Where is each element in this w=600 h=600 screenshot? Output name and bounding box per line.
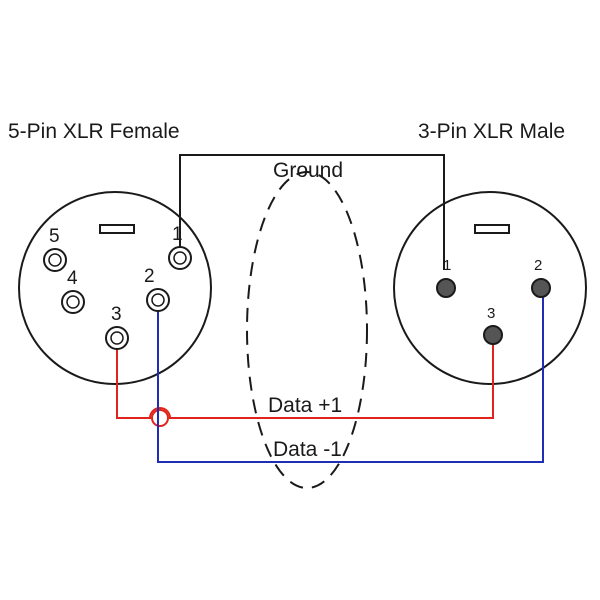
female-pin-4 xyxy=(61,290,85,314)
male-connector xyxy=(393,191,587,385)
shield-ellipse xyxy=(246,171,368,489)
male-pin-3 xyxy=(483,325,503,345)
female-pin-2-label: 2 xyxy=(144,266,155,287)
female-pin-1 xyxy=(168,246,192,270)
female-pin-3-label: 3 xyxy=(111,304,122,325)
female-connector-title: 5-Pin XLR Female xyxy=(8,120,180,143)
male-pin-1-label: 1 xyxy=(443,257,451,274)
female-connector-body xyxy=(18,191,212,385)
female-pin-2 xyxy=(146,288,170,312)
female-pin-1-label: 1 xyxy=(172,224,183,245)
wire-crossover-marker xyxy=(151,409,169,427)
male-connector-title: 3-Pin XLR Male xyxy=(418,120,565,143)
female-pin-4-label: 4 xyxy=(67,268,78,289)
female-pin-5 xyxy=(43,248,67,272)
male-pin-2 xyxy=(531,278,551,298)
data-minus-label: Data -1 xyxy=(273,438,342,461)
female-key-slot xyxy=(99,224,135,234)
data-minus-wire xyxy=(157,288,544,463)
male-pin-2-label: 2 xyxy=(534,257,542,274)
female-pin-3 xyxy=(105,326,129,350)
ground-wire xyxy=(179,154,445,270)
male-key xyxy=(474,224,510,234)
female-connector xyxy=(18,191,212,385)
female-pin-5-label: 5 xyxy=(49,226,60,247)
male-connector-body xyxy=(393,191,587,385)
ground-label: Ground xyxy=(273,159,343,182)
data-plus-wire xyxy=(116,335,494,419)
data-plus-label: Data +1 xyxy=(268,394,342,417)
male-pin-3-label: 3 xyxy=(487,305,495,322)
male-pin-1 xyxy=(436,278,456,298)
